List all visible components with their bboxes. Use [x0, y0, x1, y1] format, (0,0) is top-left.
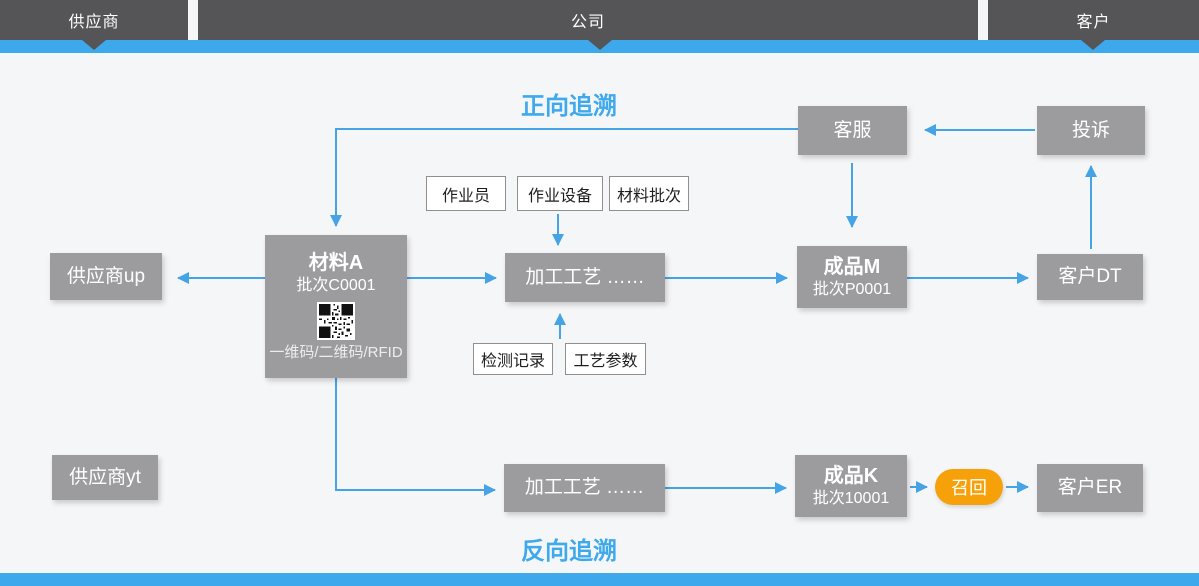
node-material-a-codes: 一维码/二维码/RFID: [269, 343, 403, 361]
node-supplier-up-label: 供应商up: [66, 265, 146, 287]
node-recall-label: 召回: [951, 478, 987, 498]
tag-material-batch: 材料批次: [609, 176, 689, 211]
node-customer-dt-label: 客户DT: [1058, 266, 1122, 288]
node-recall: 召回: [935, 469, 1003, 505]
tag-equipment-label: 作业设备: [527, 187, 592, 205]
node-process-top-label: 加工工艺 ……: [525, 266, 645, 288]
qr-code-icon: [317, 301, 355, 340]
tag-material-batch-label: 材料批次: [616, 187, 681, 205]
node-material-a-title: 材料A: [308, 251, 364, 274]
node-product-k-title: 成品K: [823, 464, 879, 487]
tag-parameters: 工艺参数: [565, 343, 646, 375]
forward-trace-title: 正向追溯: [521, 93, 617, 120]
lane-supplier: 供应商: [0, 0, 188, 40]
node-product-k-batch: 批次10001: [812, 489, 890, 507]
lane-company-pointer-icon: [588, 40, 612, 50]
lane-customer: 客户: [988, 0, 1199, 40]
node-supplier-yt: 供应商yt: [52, 455, 158, 500]
lane-company: 公司: [198, 0, 978, 40]
node-complaint: 投诉: [1037, 106, 1145, 155]
node-product-m-title: 成品M: [823, 255, 881, 278]
node-material-a: 材料A 批次C0001: [265, 235, 407, 378]
tag-inspection-label: 检测记录: [480, 353, 545, 370]
node-customer-dt: 客户DT: [1037, 254, 1143, 300]
tag-parameters-label: 工艺参数: [573, 353, 638, 370]
node-supplier-up: 供应商up: [50, 253, 162, 300]
footer-accent-bar: [0, 573, 1199, 586]
lane-supplier-label: 供应商: [68, 14, 120, 31]
node-product-m: 成品M 批次P0001: [797, 246, 907, 308]
tag-operator: 作业员: [426, 176, 506, 211]
tag-operator-label: 作业员: [441, 187, 490, 205]
node-process-bottom: 加工工艺 ……: [504, 464, 665, 512]
lane-supplier-pointer-icon: [82, 40, 106, 50]
node-customer-er: 客户ER: [1037, 464, 1143, 512]
node-customer-er-label: 客户ER: [1057, 477, 1123, 499]
node-process-bottom-label: 加工工艺 ……: [524, 477, 645, 499]
lane-customer-label: 客户: [1076, 14, 1111, 31]
tag-equipment: 作业设备: [517, 176, 603, 211]
backward-trace-title: 反向追溯: [521, 538, 617, 565]
node-complaint-label: 投诉: [1071, 119, 1110, 141]
lane-company-label: 公司: [570, 14, 605, 31]
node-product-m-batch: 批次P0001: [812, 280, 892, 298]
lane-customer-pointer-icon: [1081, 40, 1105, 50]
node-service-label: 客服: [833, 119, 872, 141]
node-service: 客服: [798, 106, 907, 155]
node-supplier-yt-label: 供应商yt: [69, 466, 141, 488]
node-process-top: 加工工艺 ……: [505, 253, 665, 302]
node-product-k: 成品K 批次10001: [795, 455, 907, 517]
node-material-a-batch: 批次C0001: [296, 276, 376, 294]
tag-inspection: 检测记录: [473, 343, 553, 375]
